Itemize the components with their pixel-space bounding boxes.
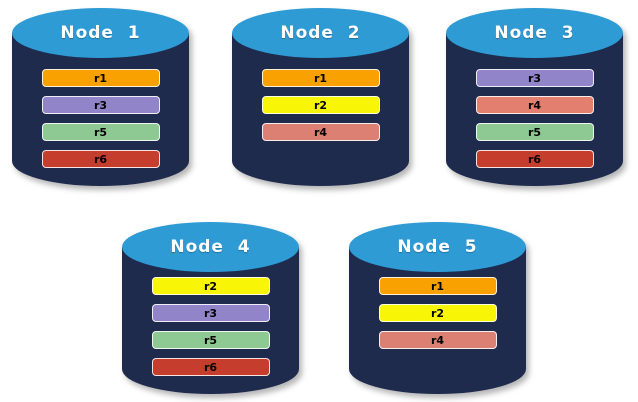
record-bar: r5 <box>475 123 594 141</box>
node-3-title: Node 3 <box>494 23 575 43</box>
record-bar: r5 <box>151 331 270 349</box>
record-bar: r1 <box>261 69 380 87</box>
node-3-cylinder-body: r3 r4 r5 r6 <box>446 33 623 186</box>
node-4-cylinder-body: r2 r3 r5 r6 <box>122 247 299 394</box>
record-bar: r2 <box>261 96 380 114</box>
node-2-cylinder: r1 r2 r4 Node 2 <box>232 8 409 186</box>
record-bar: r3 <box>475 69 594 87</box>
node-1-cylinder-body: r1 r3 r5 r6 <box>12 33 189 186</box>
record-bar: r2 <box>378 304 497 322</box>
record-bar: r4 <box>261 123 380 141</box>
node-1-cylinder-top: Node 1 <box>12 8 189 58</box>
record-bar: r6 <box>41 150 160 168</box>
node-2-cylinder-top: Node 2 <box>232 8 409 58</box>
node-4-cylinder: r2 r3 r5 r6 Node 4 <box>122 222 299 394</box>
node-5-cylinder-top: Node 5 <box>349 222 526 272</box>
node-4-title: Node 4 <box>170 237 251 257</box>
record-bar: r1 <box>41 69 160 87</box>
record-bar: r4 <box>378 331 497 349</box>
node-2-cylinder-body: r1 r2 r4 <box>232 33 409 186</box>
node-2-title: Node 2 <box>280 23 361 43</box>
node-1-title: Node 1 <box>60 23 141 43</box>
node-4-cylinder-top: Node 4 <box>122 222 299 272</box>
node-3-cylinder: r3 r4 r5 r6 Node 3 <box>446 8 623 186</box>
record-bar: r5 <box>41 123 160 141</box>
record-bar: r1 <box>378 277 497 295</box>
record-bar: r4 <box>475 96 594 114</box>
record-bar: r2 <box>151 277 270 295</box>
record-bar: r3 <box>41 96 160 114</box>
node-5-title: Node 5 <box>397 237 478 257</box>
record-bar: r3 <box>151 304 270 322</box>
record-bar: r6 <box>475 150 594 168</box>
node-3-cylinder-top: Node 3 <box>446 8 623 58</box>
record-bar: r6 <box>151 358 270 376</box>
node-5-cylinder: r1 r2 r4 Node 5 <box>349 222 526 394</box>
node-1-cylinder: r1 r3 r5 r6 Node 1 <box>12 8 189 186</box>
